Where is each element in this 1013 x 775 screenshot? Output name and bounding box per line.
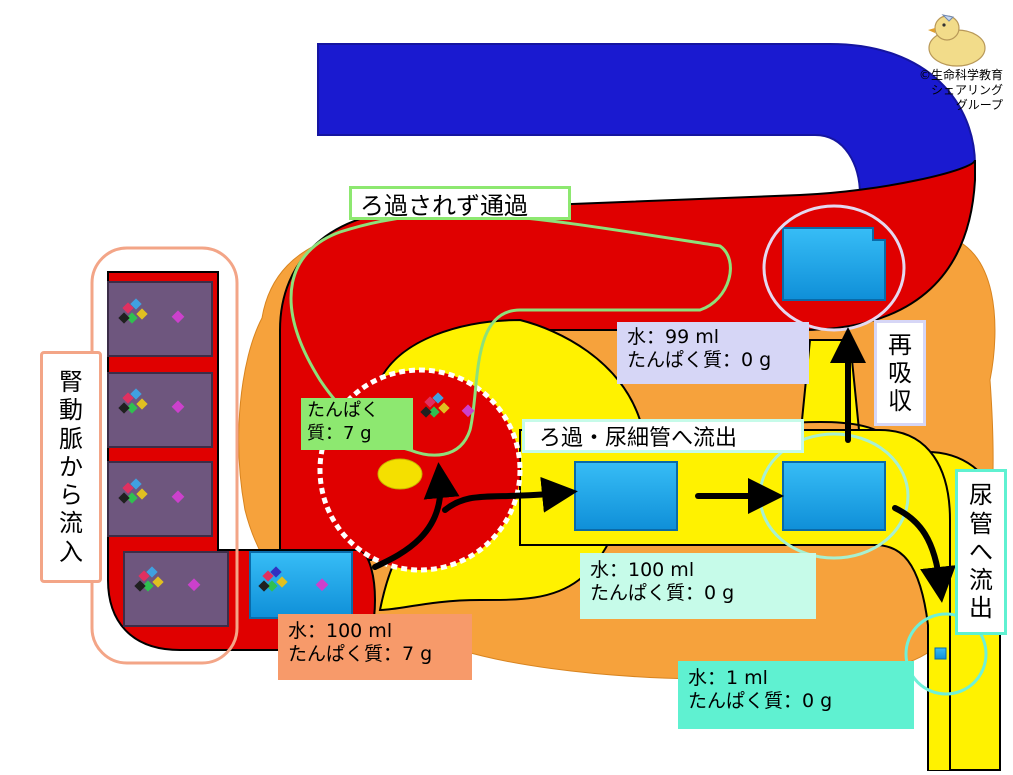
flow-arrows <box>372 327 956 603</box>
reabsorption-label: 再 吸 収 <box>874 320 926 426</box>
label-char: 入 <box>59 537 83 566</box>
arrow-to-glomerulus <box>372 462 460 570</box>
urine-water-block <box>934 647 947 660</box>
label-line: たんぱく質：0 g <box>627 348 772 371</box>
label-char: 収 <box>888 387 912 416</box>
reabsorbed-amount-label: 水：99 ml たんぱく質：0 g <box>617 322 809 384</box>
label-char: 流 <box>59 509 83 538</box>
label-line: たんぱく質：0 g <box>590 581 735 604</box>
label-char: 腎 <box>59 367 83 396</box>
urine-circle <box>904 612 988 696</box>
tubule-water-block <box>782 461 886 531</box>
label-char: か <box>59 452 83 481</box>
label-line: たんぱく質：7 g <box>288 642 433 665</box>
glomerulus-opening <box>377 458 423 490</box>
label-char: 動 <box>59 396 83 425</box>
label-line: 質：7 g <box>307 422 372 444</box>
copyright-line: ©生命科学教育 <box>918 68 1003 82</box>
renal-artery-inflow-label: 腎 動 脈 か ら 流 入 <box>40 351 102 583</box>
arrow-to-ureter <box>892 505 956 603</box>
blood-blocks <box>107 281 229 627</box>
label-line: 水：1 ml <box>688 667 768 689</box>
to-ureter-label: 尿 管 へ 流 出 <box>955 469 1007 635</box>
copyright-line: シェアリング <box>930 83 1003 97</box>
urine-amount-label: 水：1 ml たんぱく質：0 g <box>678 661 914 729</box>
label-char: 管 <box>969 509 993 538</box>
label-line: 水：100 ml <box>288 620 393 642</box>
unfiltered-label: ろ過されず通過 <box>349 186 571 220</box>
copyright-text: ©生命科学教育 シェアリング グループ <box>919 68 1003 113</box>
filtration-outflow-label: ろ過・尿細管へ流出 <box>522 419 804 453</box>
reabsorbed-water-block <box>782 227 886 301</box>
label-char: へ <box>969 537 993 566</box>
filtrate-amount-label: 水：100 ml たんぱく質：0 g <box>580 553 816 619</box>
label-line: 水：100 ml <box>590 559 695 581</box>
label-line: 水：99 ml <box>627 326 720 348</box>
label-char: 吸 <box>888 358 912 387</box>
copyright-line: グループ <box>955 98 1003 112</box>
filtrate-water-block <box>574 461 678 531</box>
unfiltered-path-outline <box>289 212 732 457</box>
retained-protein-label: たんぱく 質：7 g <box>301 398 413 450</box>
chick-logo <box>928 14 986 67</box>
inflow-amount-label: 水：100 ml たんぱく質：7 g <box>278 614 472 680</box>
label-line: たんぱく質：0 g <box>688 689 833 712</box>
label-char: 流 <box>969 566 993 595</box>
label-char: 脈 <box>59 424 83 453</box>
arrow-filtration <box>442 476 578 513</box>
label-char: 出 <box>969 594 993 623</box>
label-char: ら <box>59 481 83 510</box>
label-char: 再 <box>888 330 912 359</box>
label-line: たんぱく <box>307 400 379 421</box>
label-char: 尿 <box>969 481 993 510</box>
